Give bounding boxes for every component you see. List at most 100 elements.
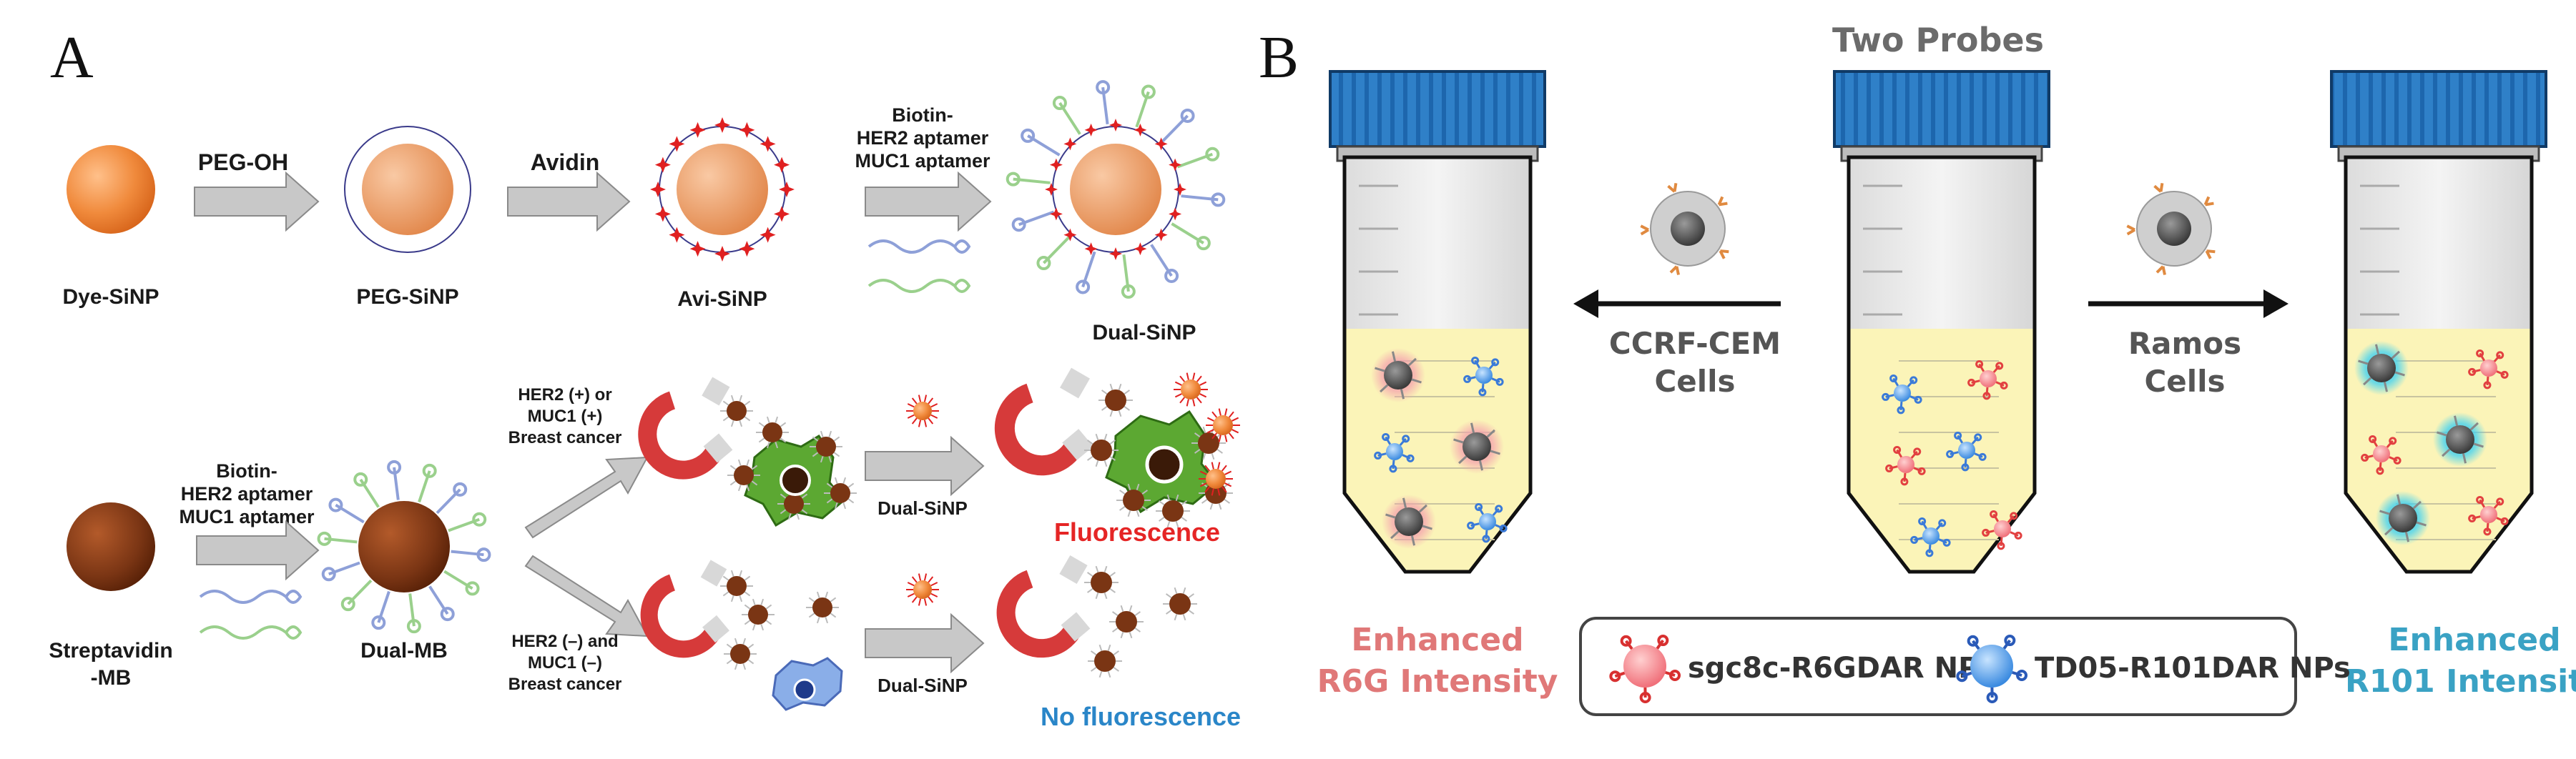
np-loop bbox=[2468, 367, 2477, 376]
np-loop bbox=[1982, 392, 1991, 400]
bead-fringe bbox=[744, 604, 751, 610]
bead-fringe bbox=[801, 509, 808, 515]
aptamer-loop bbox=[340, 597, 355, 612]
np-spike bbox=[1491, 377, 1500, 383]
her2-aptamer-icon bbox=[867, 239, 971, 254]
legend-loop bbox=[1639, 691, 1651, 703]
avidin-marker bbox=[1134, 242, 1147, 256]
np-spike bbox=[1488, 361, 1496, 369]
bead-core bbox=[816, 437, 836, 457]
bead-fringe bbox=[766, 416, 770, 423]
sinp-ray bbox=[1211, 411, 1218, 418]
np-loop bbox=[1882, 392, 1890, 401]
sinp-core bbox=[1213, 415, 1233, 435]
probe-np bbox=[1882, 374, 1922, 415]
bead-fringe bbox=[1175, 520, 1179, 528]
bead-fringe bbox=[780, 509, 787, 515]
bead-fringe bbox=[730, 420, 734, 427]
bead-fringe bbox=[808, 612, 815, 618]
np-loop bbox=[1990, 510, 1998, 518]
ramos-cell-icon bbox=[2126, 183, 2216, 275]
legend-loop bbox=[1967, 635, 1979, 647]
sinp-ray bbox=[1192, 399, 1196, 407]
np-core bbox=[1922, 527, 1940, 545]
legend-blue-np-spikes bbox=[1956, 635, 2028, 703]
np-loop bbox=[1909, 376, 1918, 385]
np-loop bbox=[1893, 445, 1902, 454]
cell-body bbox=[1395, 507, 1423, 536]
bead-fringe bbox=[847, 482, 855, 488]
bead-fringe bbox=[1113, 650, 1120, 655]
aptamer-loop bbox=[1052, 96, 1067, 111]
sinp-ray bbox=[911, 576, 918, 583]
bead-fringe bbox=[1111, 627, 1119, 632]
probe-np bbox=[1946, 431, 1987, 472]
probe-np bbox=[1910, 517, 1951, 557]
bead-fringe bbox=[752, 598, 756, 605]
legend-loop bbox=[1657, 635, 1669, 647]
sinp-ray bbox=[1218, 435, 1221, 442]
tube-outline bbox=[2344, 155, 2534, 574]
peg-sinp-core bbox=[362, 144, 453, 235]
bead-fringe bbox=[1165, 593, 1172, 598]
bead-fringe bbox=[1086, 440, 1093, 445]
np-loop bbox=[1406, 454, 1415, 462]
np-spike bbox=[1909, 395, 1919, 401]
arrow-left-head bbox=[1573, 289, 1598, 318]
sinp-ray bbox=[907, 403, 915, 408]
bead-core bbox=[784, 494, 804, 514]
sinp-ray bbox=[1199, 393, 1207, 398]
np-spike bbox=[2479, 352, 2486, 362]
bead-fringe bbox=[730, 395, 734, 402]
np-spike bbox=[1402, 454, 1411, 460]
np-spike bbox=[1899, 401, 1903, 411]
sinp-ray bbox=[928, 417, 934, 425]
bead-core bbox=[727, 401, 747, 421]
sinp-ray bbox=[1199, 482, 1207, 487]
avidin-marker bbox=[759, 227, 776, 243]
bead-fringe bbox=[760, 624, 765, 631]
cell-receptor bbox=[1391, 351, 1397, 362]
mb-reagent-line2: HER2 aptamer bbox=[181, 483, 313, 505]
bead-fringe bbox=[1101, 390, 1108, 395]
mb-cluster-pos-2 bbox=[1084, 383, 1233, 528]
magnetic-bead bbox=[1156, 494, 1190, 528]
avi-sinp-label: Avi-SiNP bbox=[677, 287, 767, 311]
np-core bbox=[1958, 442, 1975, 459]
arrow-mb-aptamer bbox=[196, 520, 320, 581]
sinp-core bbox=[913, 402, 932, 420]
tube-cap bbox=[1329, 70, 1546, 148]
bead-fringe bbox=[1134, 627, 1141, 632]
bead-fringe bbox=[780, 437, 787, 443]
np-loop bbox=[2376, 467, 2384, 475]
avidin-marker bbox=[1084, 123, 1098, 137]
bead-fringe bbox=[1098, 670, 1103, 678]
sinp-ray bbox=[1224, 435, 1228, 442]
np-loop bbox=[1491, 358, 1500, 367]
sinp-ray bbox=[923, 420, 928, 427]
cell-bound bbox=[1382, 495, 1436, 549]
panel-b-letter: B bbox=[1259, 24, 1299, 91]
bead-fringe bbox=[765, 620, 772, 625]
bead-fringe bbox=[1113, 667, 1120, 672]
legend-loop bbox=[2004, 635, 2016, 647]
cell-receptor bbox=[2155, 265, 2166, 275]
cell-receptor bbox=[2437, 431, 2447, 437]
bead-fringe bbox=[1158, 500, 1165, 505]
aptamer-loop bbox=[472, 512, 487, 527]
bead-fringe bbox=[1095, 460, 1099, 467]
probe-np bbox=[1885, 445, 1926, 486]
dual-sinp-core bbox=[1070, 144, 1161, 235]
bead-fringe bbox=[842, 502, 847, 510]
magnetic-bead bbox=[727, 459, 760, 492]
bead-fringe bbox=[1202, 426, 1206, 434]
bead-fringe bbox=[744, 620, 751, 625]
bead-fringe bbox=[1175, 494, 1179, 502]
bead-fringe bbox=[1174, 587, 1178, 595]
bead-fringe bbox=[1119, 506, 1126, 511]
probe-np bbox=[2361, 435, 2402, 475]
np-loop bbox=[1938, 519, 1947, 527]
avidin-marker bbox=[759, 136, 776, 152]
bead-fringe bbox=[1181, 500, 1188, 505]
bead-fringe bbox=[1111, 611, 1119, 616]
